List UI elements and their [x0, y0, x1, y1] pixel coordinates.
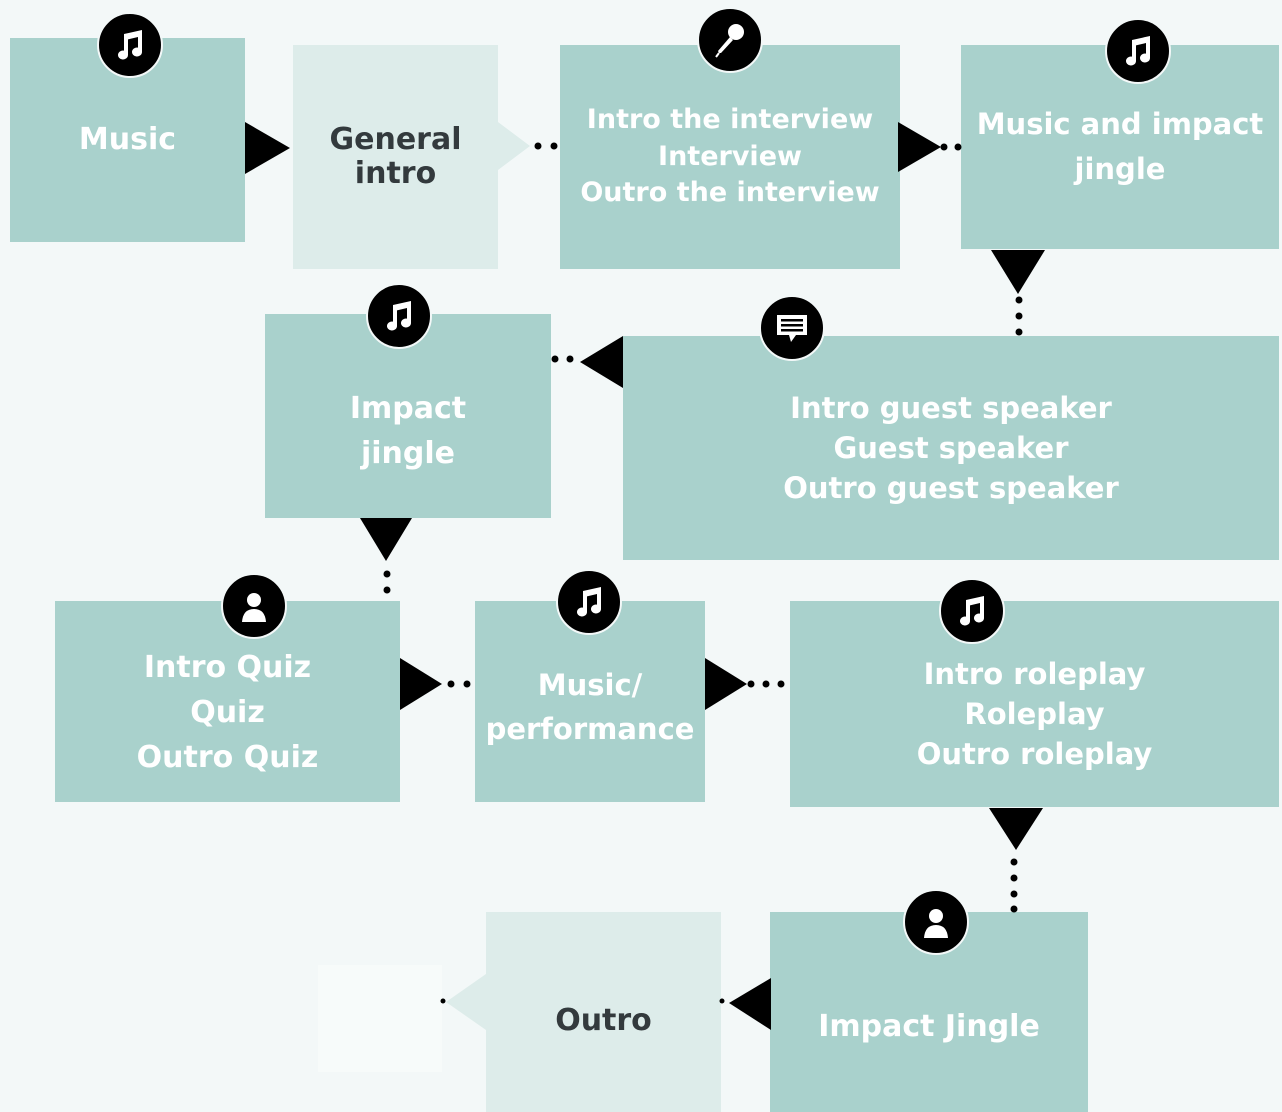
- music-note-icon: [97, 12, 163, 78]
- arrow-impact-jingle-2-to-outro: [729, 978, 771, 1030]
- node-interview-label: Intro the interview Interview Outro the …: [580, 104, 880, 209]
- node-interview: Intro the interview Interview Outro the …: [560, 45, 900, 269]
- node-quiz: Intro Quiz Quiz Outro Quiz: [55, 601, 400, 802]
- node-impact-jingle: Impact jingle: [265, 314, 551, 518]
- node-quiz-label: Intro Quiz Quiz Outro Quiz: [136, 650, 319, 775]
- node-impact-jingle-label: Impact jingle: [349, 391, 467, 471]
- arrow-quiz-to-performance: [400, 658, 442, 710]
- dots-performance-to-roleplay: [747, 680, 785, 688]
- music-note-icon: [556, 569, 622, 635]
- dots-guest-to-impact-jingle: [551, 355, 574, 363]
- node-performance-label: Music/ performance: [485, 668, 695, 746]
- chevron-general-intro: [498, 122, 530, 170]
- node-outro-label: Outro: [555, 1003, 652, 1039]
- arrow-music-impact-to-guest: [991, 250, 1045, 294]
- person-icon: [221, 573, 287, 639]
- arrow-impact-jingle-to-quiz: [360, 518, 412, 561]
- dots-general-intro-to-interview: [534, 142, 558, 150]
- node-general-intro-label: General intro: [329, 121, 462, 191]
- music-note-icon: [366, 283, 432, 349]
- node-impact-jingle-2-label: Impact Jingle: [818, 1009, 1040, 1045]
- arrow-performance-to-roleplay: [705, 658, 747, 710]
- arrow-roleplay-to-impact-jingle-2: [989, 808, 1043, 850]
- dots-impact-jingle-to-quiz: [383, 570, 391, 594]
- placeholder-box: [318, 965, 442, 1072]
- microphone-icon: [697, 7, 763, 73]
- person-icon: [903, 889, 969, 955]
- node-outro: Outro: [486, 912, 721, 1112]
- arrow-music-to-general-intro: [245, 122, 290, 174]
- arrow-interview-to-music-impact: [898, 122, 941, 172]
- dots-roleplay-to-impact-jingle-2: [1010, 858, 1018, 913]
- chevron-outro: [446, 974, 486, 1030]
- music-note-icon: [939, 578, 1005, 644]
- dots-quiz-to-performance: [447, 680, 471, 688]
- node-roleplay: Intro roleplay Roleplay Outro roleplay: [790, 601, 1279, 807]
- dots-music-impact-to-guest: [1015, 296, 1023, 336]
- node-music-impact-label: Music and impact jingle: [976, 107, 1264, 186]
- speech-bubble-icon: [759, 295, 825, 361]
- node-music-label: Music: [78, 122, 177, 158]
- node-guest-speaker: Intro guest speaker Guest speaker Outro …: [623, 336, 1279, 560]
- music-note-icon: [1105, 18, 1171, 84]
- dots-interview-to-music-impact: [940, 143, 962, 151]
- node-guest-speaker-label: Intro guest speaker Guest speaker Outro …: [783, 390, 1119, 505]
- node-general-intro: General intro: [293, 45, 498, 269]
- node-roleplay-label: Intro roleplay Roleplay Outro roleplay: [916, 656, 1153, 771]
- arrow-guest-to-impact-jingle: [580, 336, 623, 388]
